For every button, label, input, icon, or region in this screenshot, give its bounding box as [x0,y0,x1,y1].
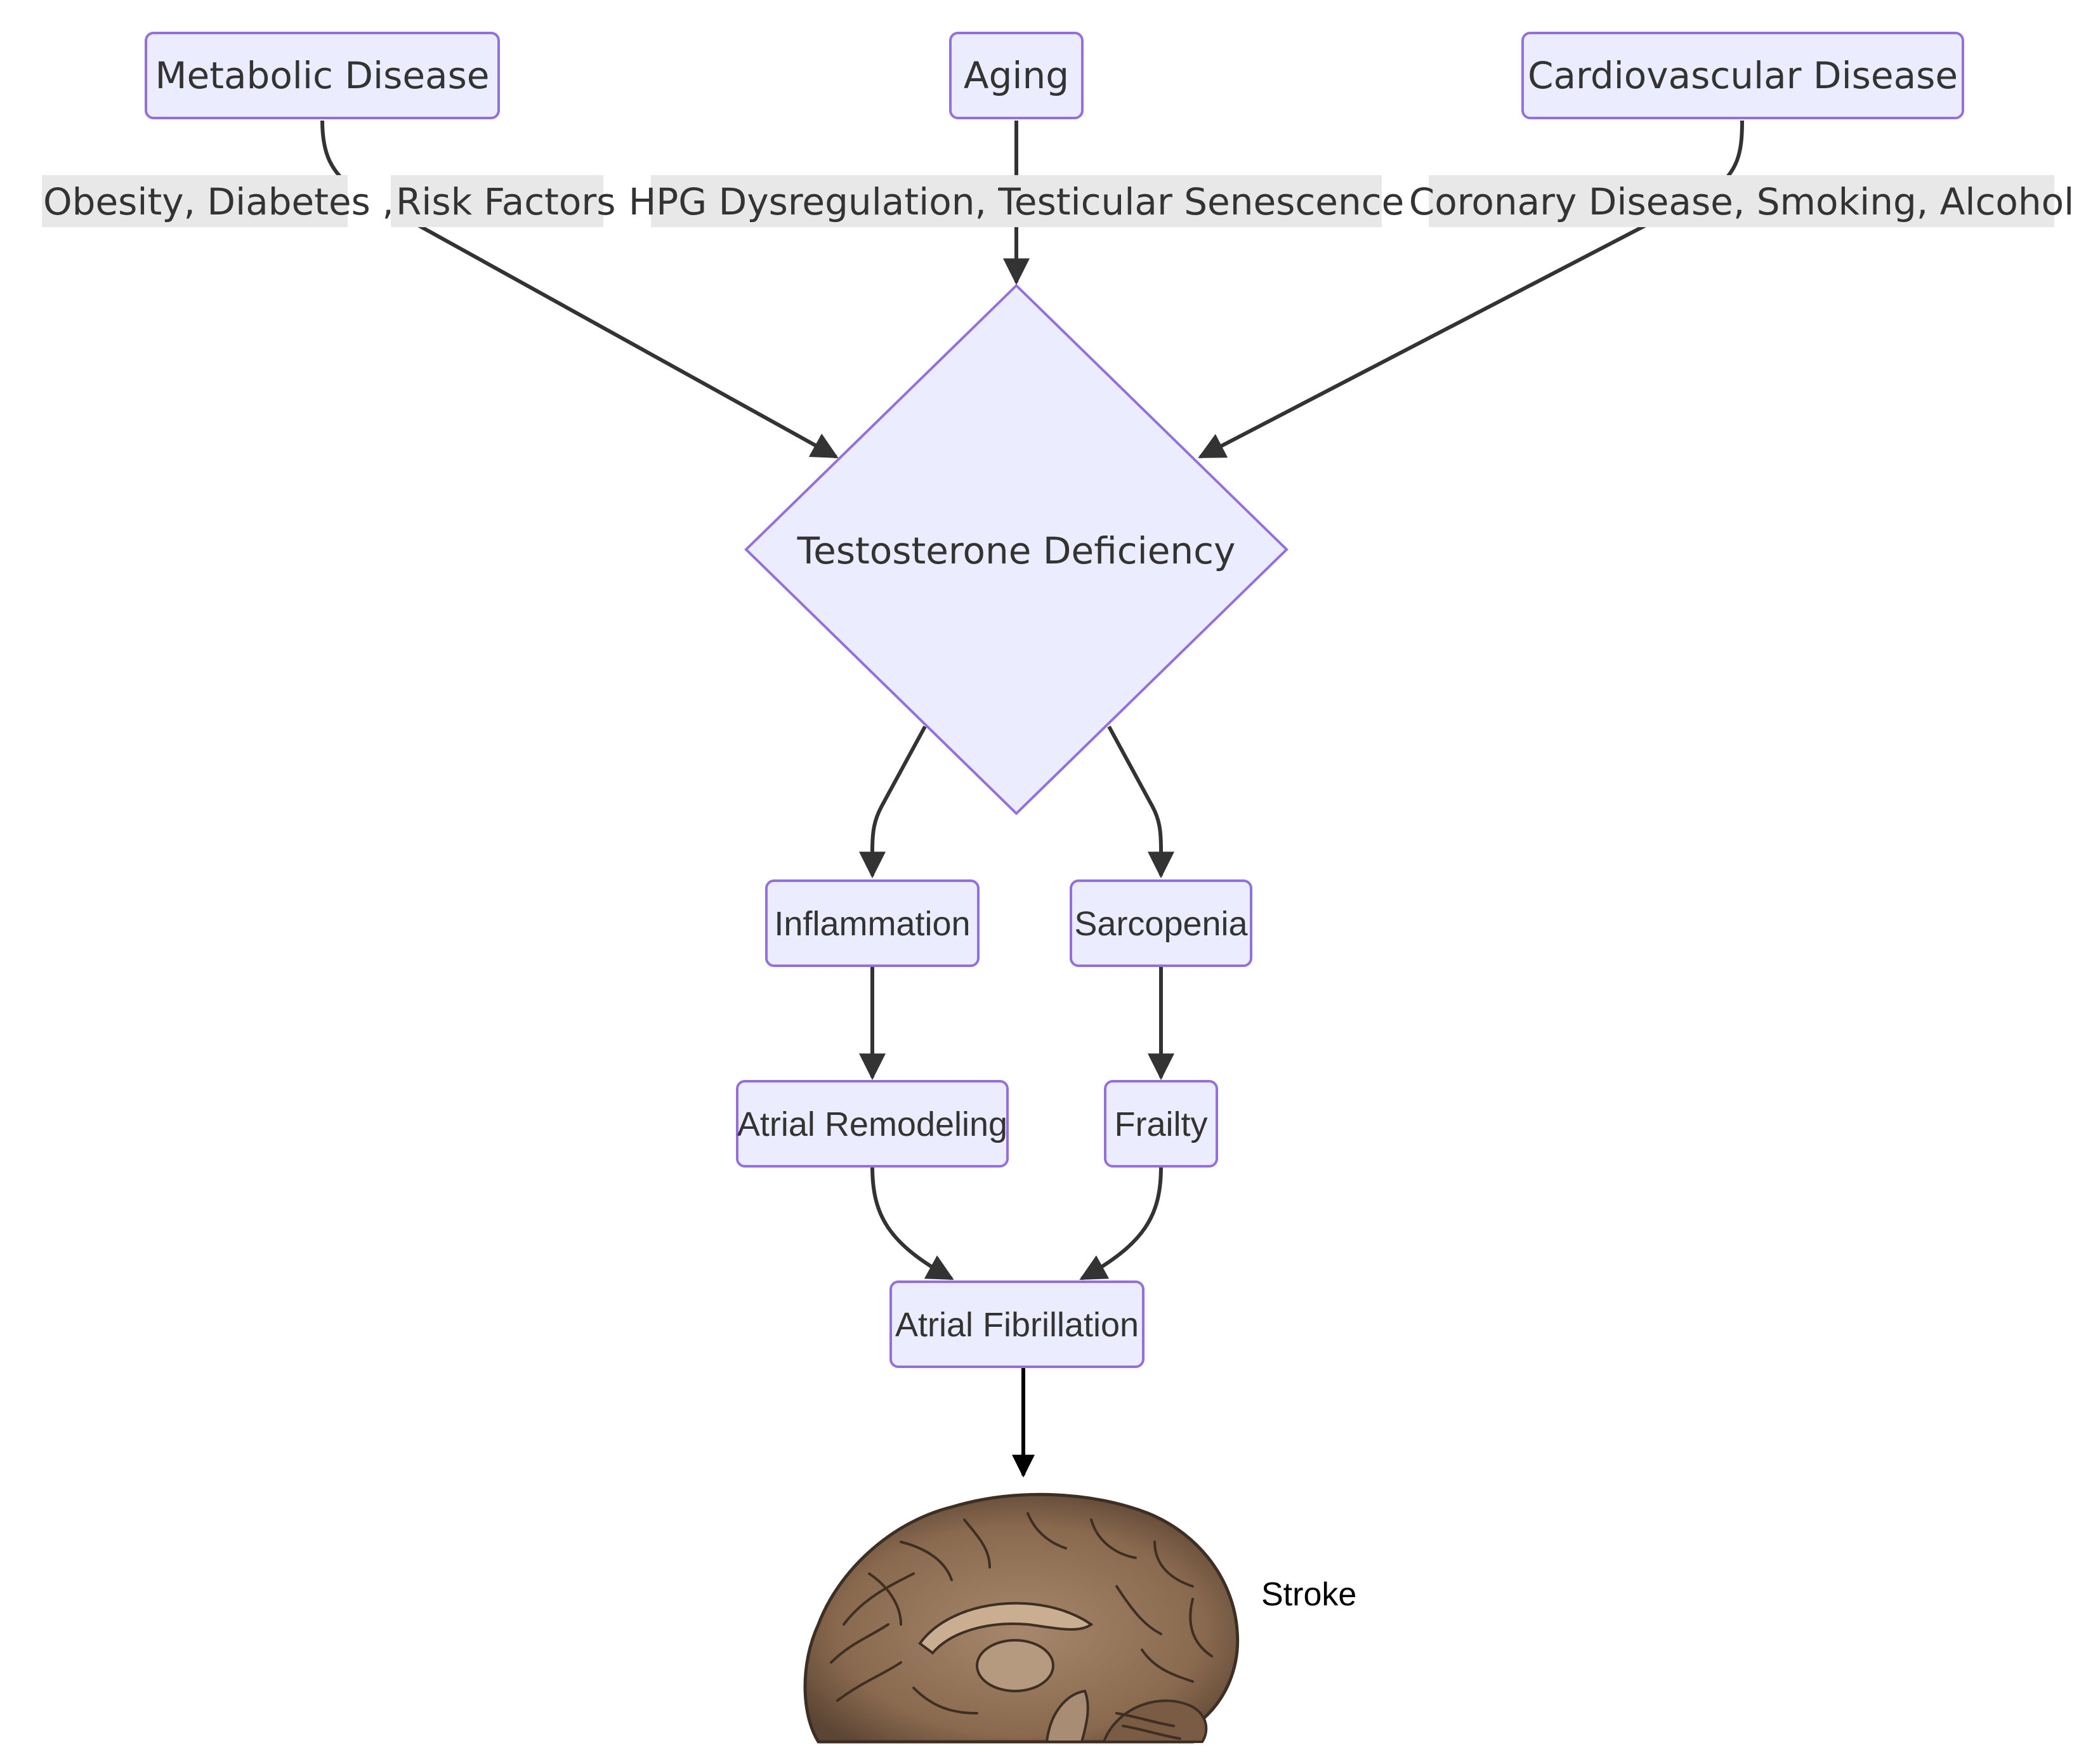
edge-frailty-to-fibrillation [1079,1166,1163,1280]
brain-icon [803,1492,1240,1744]
node-cardiovascular-disease-label: Cardiovascular Disease [1528,54,1958,97]
edge-label-metabolic-right: Risk Factors [396,180,615,223]
node-aging[interactable]: Aging [949,32,1084,119]
node-frailty[interactable]: Frailty [1104,1080,1218,1168]
node-cardiovascular-disease[interactable]: Cardiovascular Disease [1521,32,1964,119]
edge-label-metabolic-left: Obesity, Diabetes , [43,180,394,223]
edge-label-metabolic: Obesity, Diabetes , Risk Factors [42,175,615,227]
node-testosterone-deficiency[interactable]: Testosterone Deficiency [744,284,1289,815]
node-metabolic-disease-label: Metabolic Disease [155,54,490,97]
node-metabolic-disease[interactable]: Metabolic Disease [145,32,500,119]
node-atrial-fibrillation[interactable]: Atrial Fibrillation [889,1280,1145,1368]
node-inflammation-label: Inflammation [774,905,970,943]
edge-testosterone-to-inflammation [859,725,927,879]
edge-labels: Obesity, Diabetes , Risk Factors HPG Dys… [42,175,2074,227]
node-sarcopenia[interactable]: Sarcopenia [1070,879,1252,967]
nodes: Metabolic Disease Aging Cardiovascular D… [145,32,1964,1368]
node-aging-label: Aging [964,54,1069,97]
edge-cardiovascular-to-testosterone [1198,120,1744,459]
node-inflammation[interactable]: Inflammation [765,879,980,967]
edge-label-aging-text: HPG Dysregulation, Testicular Senescence [629,180,1405,223]
edge-testosterone-to-sarcopenia [1107,725,1174,879]
node-atrial-remodeling-label: Atrial Remodeling [737,1105,1007,1143]
edge-metabolic-to-testosterone [320,120,839,459]
edge-label-aging: HPG Dysregulation, Testicular Senescence [629,175,1405,227]
edge-label-cardiovascular-text: Coronary Disease, Smoking, Alcohol [1409,180,2074,223]
stroke-label: Stroke [1261,1576,1356,1613]
node-sarcopenia-label: Sarcopenia [1074,905,1248,943]
node-atrial-remodeling[interactable]: Atrial Remodeling [736,1080,1009,1168]
edge-label-cardiovascular: Coronary Disease, Smoking, Alcohol [1409,175,2074,227]
edge-remodeling-to-fibrillation [870,1166,954,1280]
node-frailty-label: Frailty [1115,1105,1208,1143]
node-testosterone-deficiency-label: Testosterone Deficiency [797,529,1236,572]
node-atrial-fibrillation-label: Atrial Fibrillation [895,1306,1139,1344]
